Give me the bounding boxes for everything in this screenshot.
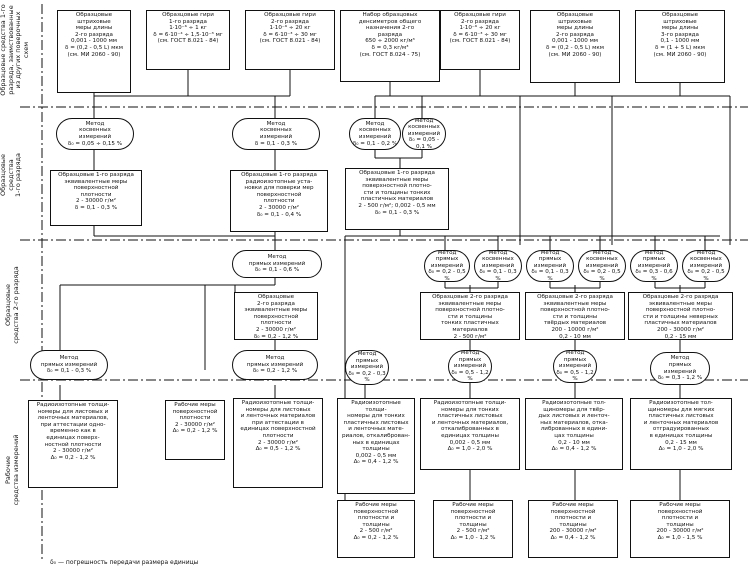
borrowed-standard-weights-1: Образцовые гири 1-го разряда 1·10⁻⁶ ÷ 1 …	[146, 10, 230, 70]
working-gauge-sheet-materials: Радиоизотопные толщи- номеры для листовы…	[233, 398, 323, 488]
working-measures-surface-density: Рабочие меры поверхностной плотности 2 -…	[165, 400, 225, 460]
borrowed-densimeter-set: Набор образцовых денсиметров общего назн…	[340, 10, 440, 82]
working-measures-d: Рабочие меры поверхностной плотности и т…	[630, 500, 730, 558]
method-indirect-c: Метод косвенных измерений δ₀ = 0,2 - 0,5…	[682, 250, 730, 282]
etalon-1-radioisotope-installations: Образцовые 1-го разряда радиоизотопные у…	[230, 170, 328, 232]
working-gauge-surface-density: Радиоизотопные толщи- номеры для листовы…	[28, 400, 118, 488]
method-direct-left: Метод прямых измерений δ₀ = 0,1 - 0,3 %	[30, 350, 108, 380]
method-direct-g: Метод прямых измерений δ₀ = 0,3 - 1,2 %	[650, 352, 710, 385]
method-direct-b: Метод прямых измерений δ₀ = 0,1 - 0,3 %	[526, 250, 574, 282]
borrowed-standard-weights-2: Образцовые гири 2-го разряда 1·10⁻⁶ ÷ 20…	[245, 10, 335, 70]
method-direct-f: Метод прямых измерений δ₀ = 0,5 - 1,2 %	[553, 350, 597, 383]
method-direct-mid: Метод прямых измерений δ₀ = 0,2 - 1,2 %	[232, 350, 318, 380]
etalon-2-thin-plastic-measures: Образцовые 2-го разряда эквивалентные ме…	[420, 292, 520, 340]
working-gauge-solid-materials: Радиоизотопные тол- щиномеры для твёр- д…	[525, 398, 623, 470]
section-label-second-grade: Образцовые средства 2-го разряда	[4, 266, 20, 344]
borrowed-standard-line-gauges-3: Образцовые штриховые меры длины 3-го раз…	[635, 10, 725, 83]
footnote: δ₀ — погрешность передачи размера единиц…	[50, 559, 199, 566]
method-indirect-4: Метод косвенных измерений δ₀ = 0,05 - 0,…	[402, 118, 446, 150]
etalon-1-thin-plastic-measures: Образцовые 1-го разряда эквивалентные ме…	[345, 168, 449, 230]
etalon-2-solid-material-measures: Образцовые 2-го разряда эквивалентные ме…	[525, 292, 625, 340]
method-indirect-3: Метод косвенных измерений δ₀ = 0,1 - 0,2…	[349, 118, 401, 150]
method-indirect-a: Метод косвенных измерений δ₀ = 0,1 - 0,3…	[474, 250, 522, 282]
borrowed-standard-weights-3: Образцовые гири 2-го разряда 1·10⁻⁶ ÷ 20…	[440, 10, 520, 70]
method-indirect-1: Метод косвенных измерений δ₀ = 0,05 ÷ 0,…	[56, 118, 134, 150]
etalon-2-equivalent-measures: Образцовые 2-го разряда эквивалентные ме…	[234, 292, 318, 340]
working-measures-a: Рабочие меры поверхностной плотности и т…	[337, 500, 415, 558]
section-label-first-grade: Образцовые средства 1-го разряда	[0, 152, 22, 198]
method-direct-c: Метод прямых измерений δ₀ = 0,3 - 0,6 %	[630, 250, 678, 282]
etalon-1-equivalent-measures: Образцовые 1-го разряда эквивалентные ме…	[50, 170, 142, 226]
method-indirect-2: Метод косвенных измерений δ = 0,1 - 0,3 …	[232, 118, 320, 150]
working-gauge-soft-plastic: Радиоизотопные тол- щиномеры для мягких …	[630, 398, 732, 470]
working-measures-c: Рабочие меры поверхностной плотности и т…	[528, 500, 618, 558]
borrowed-standard-line-gauges: Образцовые штриховые меры длины 2-го раз…	[57, 10, 131, 93]
etalon-2-soft-plastic-measures: Образцовые 2-го разряда эквивалентные ме…	[628, 292, 733, 340]
working-measures-b: Рабочие меры поверхностной плотности и т…	[433, 500, 513, 558]
working-gauge-thin-plastic: Радиоизотопные толщи- номеры для тонких …	[337, 398, 415, 494]
method-direct-central: Метод прямых измерений δ₀ = 0,1 - 0,6 %	[232, 250, 322, 278]
method-indirect-b: Метод косвенных измерений δ₀ = 0,2 - 0,5…	[578, 250, 626, 282]
method-direct-e: Метод прямых измерений δ₀ = 0,5 - 1,2 %	[448, 350, 492, 383]
method-direct-d: Метод прямых измерений δ₀ = 0,2 - 0,3 %	[345, 350, 389, 385]
method-direct-a: Метод прямых измерений δ₀ = 0,2 - 0,5 %	[424, 250, 470, 282]
working-gauge-thin-plastic-2: Радиоизотопные толщи- номеры для тонких …	[420, 398, 520, 470]
borrowed-standard-line-gauges-2: Образцовые штриховые меры длины 2-го раз…	[530, 10, 620, 83]
section-label-borrowed: Образцовые средства 1-го разряда, заимст…	[0, 4, 30, 96]
